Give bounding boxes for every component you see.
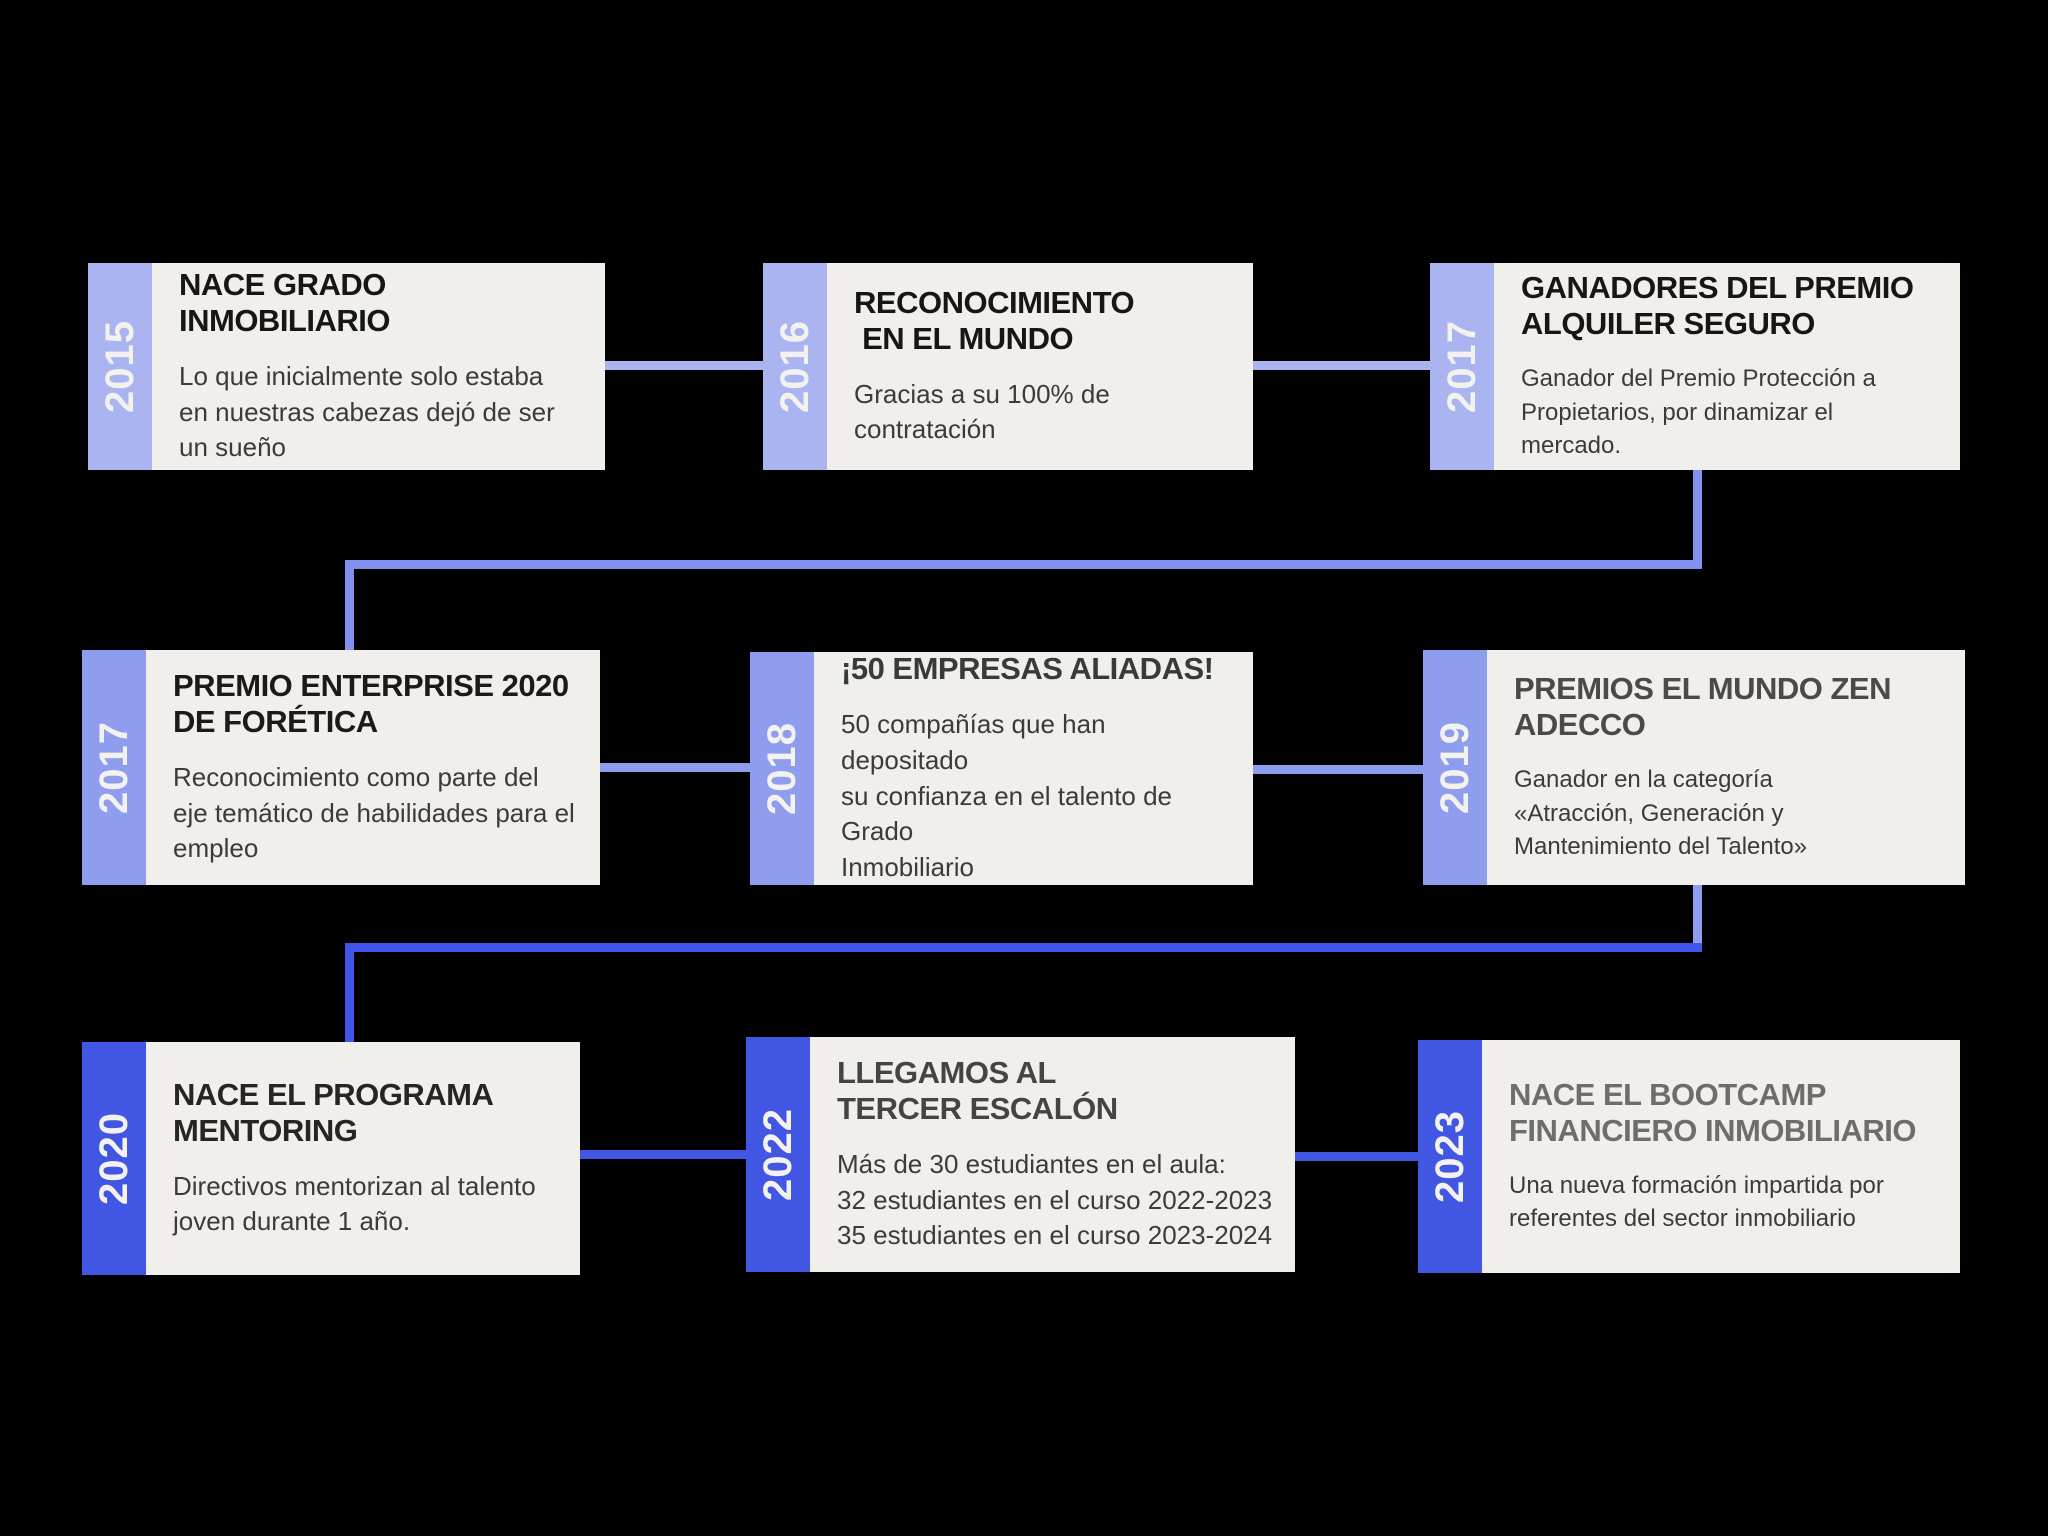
year-strip: 2017	[82, 650, 146, 885]
card-title: GANADORES DEL PREMIO ALQUILER SEGURO	[1521, 270, 1914, 342]
timeline-card-2016: 2016 RECONOCIMIENTO EN EL MUNDO Gracias …	[763, 263, 1253, 470]
year-strip: 2017	[1430, 263, 1494, 470]
card-body: Reconocimiento como parte del eje temáti…	[173, 761, 575, 864]
connector-row3-right	[1295, 1152, 1418, 1161]
year-label: 2019	[1432, 721, 1477, 814]
connector-row2-left	[600, 763, 750, 772]
card-body: Directivos mentorizan al talento joven d…	[173, 1170, 536, 1237]
card-body: Una nueva formación impartida por refere…	[1509, 1171, 1884, 1233]
year-label: 2016	[772, 320, 817, 413]
card-body: Ganador del Premio Protección a Propieta…	[1521, 365, 1876, 460]
connector-l1-horizontal	[345, 560, 1702, 569]
card-body: 50 compañías que han depositado su confi…	[841, 708, 1173, 883]
year-strip: 2019	[1423, 650, 1487, 885]
timeline-card-2015: 2015 NACE GRADO INMOBILIARIO Lo que inic…	[88, 263, 605, 470]
connector-row3-left	[580, 1150, 746, 1159]
connector-row2-right	[1253, 765, 1423, 774]
card-content: PREMIOS EL MUNDO ZEN ADECCO Ganador en l…	[1487, 650, 1965, 885]
year-strip: 2015	[88, 263, 152, 470]
card-title: PREMIOS EL MUNDO ZEN ADECCO	[1514, 671, 1891, 743]
card-content: PREMIO ENTERPRISE 2020 DE FORÉTICA Recon…	[146, 650, 600, 885]
card-body: Gracias a su 100% de contratación	[854, 378, 1110, 445]
card-body: Ganador en la categoría «Atracción, Gene…	[1514, 766, 1808, 861]
year-label: 2020	[91, 1112, 136, 1205]
connector-l2-vertical-right	[1693, 885, 1702, 952]
timeline-card-2020: 2020 NACE EL PROGRAMA MENTORING Directiv…	[82, 1042, 580, 1275]
card-title: LLEGAMOS AL TERCER ESCALÓN	[837, 1054, 1118, 1126]
timeline-card-2019: 2019 PREMIOS EL MUNDO ZEN ADECCO Ganador…	[1423, 650, 1965, 885]
year-strip: 2016	[763, 263, 827, 470]
card-title: NACE GRADO INMOBILIARIO	[179, 266, 394, 338]
year-strip: 2018	[750, 652, 814, 885]
timeline-card-2017-a: 2017 GANADORES DEL PREMIO ALQUILER SEGUR…	[1430, 263, 1960, 470]
card-title: NACE EL BOOTCAMP FINANCIERO INMOBILIARIO	[1509, 1076, 1917, 1148]
year-label: 2015	[97, 320, 142, 413]
year-strip: 2022	[746, 1037, 810, 1272]
connector-l2-vertical-left	[345, 952, 354, 1042]
connector-l1-vertical-left	[345, 569, 354, 650]
year-label: 2018	[759, 722, 804, 815]
year-label: 2022	[755, 1108, 800, 1201]
card-content: NACE GRADO INMOBILIARIO Lo que inicialme…	[152, 263, 605, 470]
card-content: NACE EL PROGRAMA MENTORING Directivos me…	[146, 1042, 580, 1275]
connector-l2-horizontal	[345, 943, 1702, 952]
year-label: 2017	[91, 721, 136, 814]
card-content: GANADORES DEL PREMIO ALQUILER SEGURO Gan…	[1494, 263, 1960, 470]
year-label: 2023	[1427, 1110, 1472, 1203]
card-body: Lo que inicialmente solo estaba en nuest…	[179, 360, 555, 463]
connector-row1-left	[605, 361, 763, 370]
card-title: ¡50 EMPRESAS ALIADAS!	[841, 652, 1214, 686]
timeline-card-2022: 2022 LLEGAMOS AL TERCER ESCALÓN Más de 3…	[746, 1037, 1295, 1272]
card-title: RECONOCIMIENTO EN EL MUNDO	[854, 284, 1135, 356]
year-strip: 2020	[82, 1042, 146, 1275]
card-title: NACE EL PROGRAMA MENTORING	[173, 1076, 494, 1148]
timeline-card-2017-b: 2017 PREMIO ENTERPRISE 2020 DE FORÉTICA …	[82, 650, 600, 885]
year-label: 2017	[1439, 320, 1484, 413]
connector-l1-vertical-right	[1693, 470, 1702, 569]
card-title: PREMIO ENTERPRISE 2020 DE FORÉTICA	[173, 667, 569, 739]
connector-row1-right	[1253, 361, 1430, 370]
timeline-card-2018: 2018 ¡50 EMPRESAS ALIADAS! 50 compañías …	[750, 652, 1253, 885]
year-strip: 2023	[1418, 1040, 1482, 1273]
card-content: LLEGAMOS AL TERCER ESCALÓN Más de 30 est…	[810, 1037, 1295, 1272]
card-content: ¡50 EMPRESAS ALIADAS! 50 compañías que h…	[814, 652, 1253, 885]
card-content: NACE EL BOOTCAMP FINANCIERO INMOBILIARIO…	[1482, 1040, 1960, 1273]
timeline-card-2023: 2023 NACE EL BOOTCAMP FINANCIERO INMOBIL…	[1418, 1040, 1960, 1273]
card-body: Más de 30 estudiantes en el aula: 32 est…	[837, 1148, 1273, 1251]
card-content: RECONOCIMIENTO EN EL MUNDO Gracias a su …	[827, 263, 1253, 470]
